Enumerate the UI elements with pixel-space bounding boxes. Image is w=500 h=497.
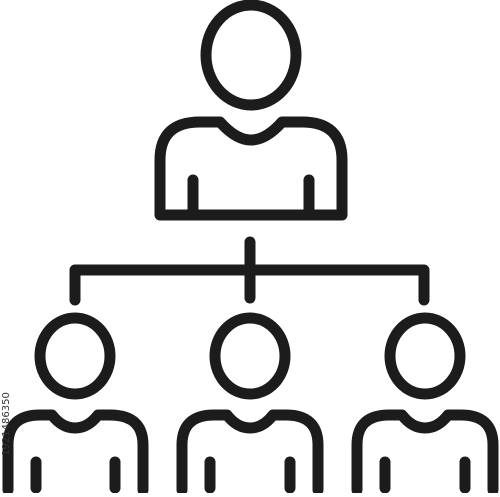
connector-lines: [69, 236, 430, 306]
top-person-head: [200, 0, 302, 111]
bottom-right-person-icon: [351, 312, 499, 496]
watermark-id: 1921486350: [1, 392, 12, 456]
bottom-right-person-body: [351, 409, 499, 496]
bottom-center-person-icon: [176, 312, 324, 496]
bottom-left-person-body: [2, 409, 149, 496]
bottom-center-person-body: [176, 409, 324, 496]
bottom-left-person-head: [34, 312, 116, 400]
connector-horizontal: [69, 264, 430, 306]
top-person-body: [154, 116, 348, 221]
bottom-center-person-head: [209, 312, 291, 400]
bottom-right-person-head: [384, 312, 466, 400]
top-person-icon: [154, 0, 348, 221]
bottom-left-person-icon: [2, 312, 149, 496]
